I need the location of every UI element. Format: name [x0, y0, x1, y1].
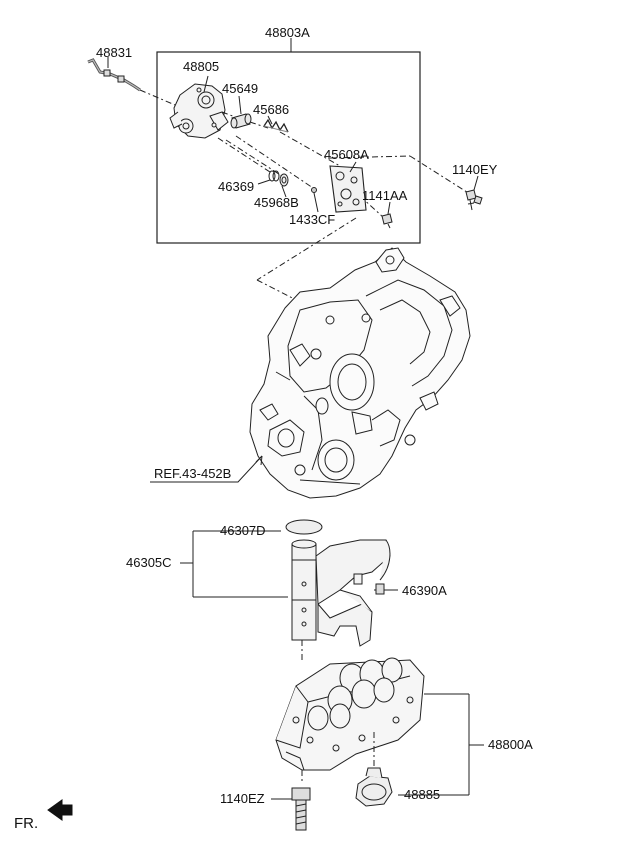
part-1140EZ-bolt — [291, 787, 311, 831]
forward-direction-label: FR. — [14, 815, 39, 832]
part-46369-orings — [268, 170, 280, 182]
leader-1433CF — [313, 192, 319, 213]
part-46307D-ring — [285, 519, 323, 535]
part-48800A-valve-body — [275, 657, 425, 771]
part-1140EY-bolt — [465, 189, 483, 211]
leader-ref-43-452B — [150, 455, 263, 483]
leader-45649 — [238, 95, 242, 115]
part-48831-sensor — [87, 57, 141, 92]
part-45686-spring — [263, 118, 289, 133]
part-48885-sensor — [355, 767, 393, 807]
leader-45608A — [349, 161, 357, 173]
callout-46369[interactable]: 46369 — [218, 179, 255, 194]
centerlines-upper — [217, 111, 471, 309]
part-1433CF-pin — [311, 187, 317, 193]
part-46390A-connector — [375, 583, 385, 595]
callout-48803A[interactable]: 48803A — [265, 25, 310, 40]
leader-45686 — [267, 115, 273, 125]
leader-45968B — [281, 185, 287, 198]
callout-1140EY[interactable]: 1140EY — [452, 162, 498, 177]
leader-46369 — [257, 179, 271, 185]
centerline-48831 — [139, 89, 176, 106]
callout-45649[interactable]: 45649 — [222, 81, 259, 96]
leader-1140EY — [473, 175, 479, 191]
part-48805-valve-body — [169, 83, 229, 139]
forward-arrow-icon — [47, 799, 73, 821]
part-45649-plunger — [230, 113, 252, 129]
callout-1433CF[interactable]: 1433CF — [289, 212, 336, 227]
callout-46305C[interactable]: 46305C — [126, 555, 172, 570]
callout-46307D[interactable]: 46307D — [220, 523, 266, 538]
callout-45686[interactable]: 45686 — [253, 102, 290, 117]
leader-48805 — [203, 75, 209, 93]
ref-arrowhead — [255, 455, 263, 466]
leader-1141AA — [387, 201, 391, 215]
callout-48800A[interactable]: 48800A — [488, 737, 533, 752]
callout-1140EZ[interactable]: 1140EZ — [220, 791, 265, 806]
callout-48805[interactable]: 48805 — [183, 59, 220, 74]
part-45608A-gasket — [329, 165, 367, 213]
part-46305C-solenoid — [291, 539, 391, 647]
callout-48831[interactable]: 48831 — [96, 45, 133, 60]
part-45968B-filter — [279, 173, 289, 187]
assembly-box-48803A — [156, 51, 421, 244]
callout-ref-43-452B[interactable]: REF.43-452B — [154, 466, 232, 481]
callout-46390A[interactable]: 46390A — [402, 583, 447, 598]
part-1141AA-bolt — [381, 213, 393, 229]
callout-45608A[interactable]: 45608A — [324, 147, 369, 162]
transaxle-case — [249, 247, 471, 499]
callout-1141AA[interactable]: 1141AA — [362, 188, 408, 203]
callout-48885[interactable]: 48885 — [404, 787, 441, 802]
callout-45968B[interactable]: 45968B — [254, 195, 299, 210]
